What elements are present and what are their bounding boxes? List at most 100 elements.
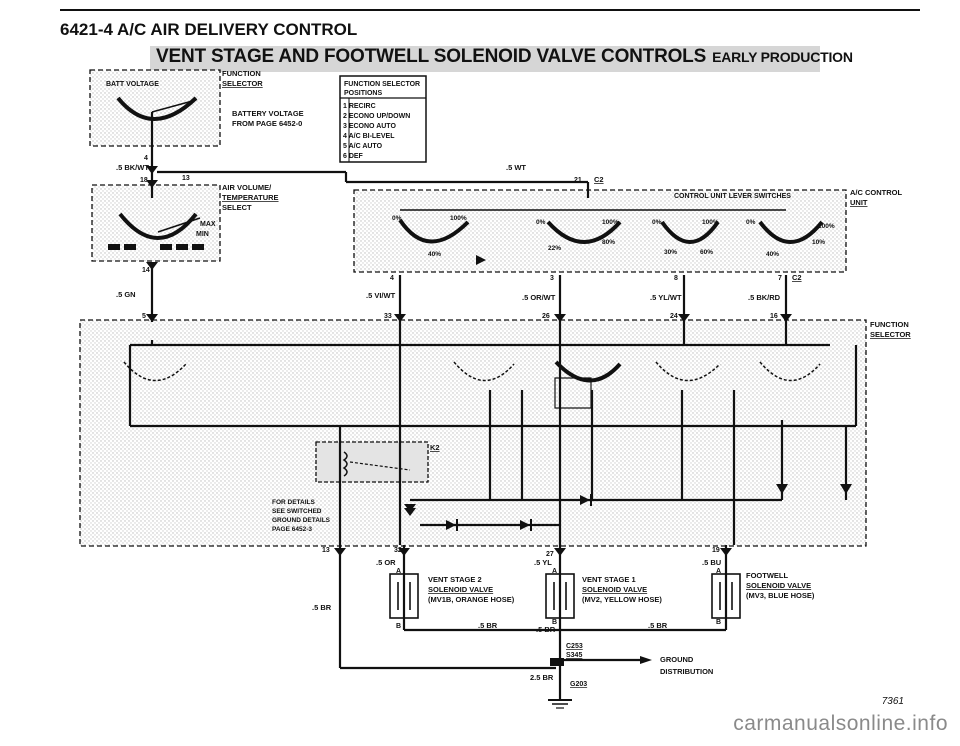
connector-arrows (146, 166, 792, 556)
pct: 80% (602, 239, 615, 246)
batt-voltage-label: BATT VOLTAGE (106, 81, 159, 88)
pin: A (552, 568, 557, 575)
fp-6: 6 DEF (343, 153, 364, 160)
wire-yl: .5 YL (534, 558, 552, 567)
fs-top-label-1: FUNCTION (222, 69, 261, 78)
pin: 27 (546, 551, 554, 558)
fs-switch-2 (453, 361, 515, 382)
switch-wiper-top (151, 99, 197, 113)
battery-note-2: FROM PAGE 6452-0 (232, 119, 302, 128)
air-volume-2: TEMPERATURE (222, 193, 279, 202)
pct: 100% (702, 219, 719, 226)
pin: 16 (770, 313, 778, 320)
switch-arc-top (116, 96, 198, 121)
pct: 40% (766, 251, 779, 258)
c253-label: C253 (566, 643, 583, 650)
fs-switch-1 (123, 361, 187, 382)
wire-wt: .5 WT (506, 163, 526, 172)
details-4: PAGE 6452-3 (272, 526, 312, 533)
ground-dist-1: GROUND (660, 655, 694, 664)
wires (128, 112, 858, 700)
function-selector-box-main (79, 319, 867, 547)
wire-vi-wt: .5 VI/WT (366, 291, 396, 300)
lever-switch-4 (758, 220, 824, 244)
pin: 14 (142, 267, 150, 274)
air-volume-wiper (157, 217, 201, 233)
vs1-2: SOLENOID VALVE (582, 585, 647, 594)
pin: A (396, 568, 401, 575)
wire-yl-wt: .5 YL/WT (650, 293, 682, 302)
pin: 3 (550, 275, 554, 282)
air-volume-arc (118, 212, 198, 240)
fp-3: 3 ECONO AUTO (343, 123, 396, 130)
max-label: MAX (200, 221, 216, 228)
fp-2: 2 ECONO UP/DOWN (343, 113, 410, 120)
pin: B (716, 619, 721, 626)
c2-label-right: C2 (792, 273, 802, 282)
wire-br-left: .5 BR (312, 603, 332, 612)
pct: 40% (428, 251, 441, 258)
lever-switch-3 (660, 220, 720, 244)
pct: 100% (450, 215, 467, 222)
pct: 22% (548, 245, 561, 252)
pin: B (552, 619, 557, 626)
pct: 0% (746, 219, 756, 226)
pin: 5 (142, 313, 146, 320)
wire-bk-wt: .5 BK/WT (116, 163, 149, 172)
s345-label: S345 (566, 652, 582, 659)
wire-bu: .5 BU (702, 558, 721, 567)
ground-splice (550, 658, 564, 666)
pin: 21 (574, 177, 582, 184)
wire-br-mid3: .5 BR (648, 621, 668, 630)
g203-label: G203 (570, 681, 587, 688)
details-3: GROUND DETAILS (272, 517, 331, 524)
pin: 19 (712, 547, 720, 554)
pin: 4 (144, 155, 148, 162)
lever-switch-1 (398, 218, 470, 244)
vs2-3: (MV1B, ORANGE HOSE) (428, 595, 515, 604)
pin: 26 (542, 313, 550, 320)
wire-bk-rd: .5 BK/RD (748, 293, 781, 302)
relay-k2-coil (342, 451, 348, 477)
pin: 24 (670, 313, 678, 320)
pct: 30% (664, 249, 677, 256)
pin: 13 (322, 547, 330, 554)
fp-4: 4 A/C BI-LEVEL (343, 133, 395, 140)
ground-dist-2: DISTRIBUTION (660, 667, 713, 676)
wire-or-wt: .5 OR/WT (522, 293, 556, 302)
fw-2: SOLENOID VALVE (746, 581, 811, 590)
battery-note-1: BATTERY VOLTAGE (232, 109, 304, 118)
vs1-3: (MV2, YELLOW HOSE) (582, 595, 662, 604)
fs-switch-3 (554, 360, 622, 383)
wire-gn: .5 GN (116, 290, 136, 299)
control-unit-box (353, 189, 847, 273)
fs-switch-4 (655, 361, 721, 382)
diodes (404, 255, 852, 531)
fp-title-2: POSITIONS (344, 90, 382, 97)
solenoid-valves (389, 573, 741, 619)
pin: B (396, 623, 401, 630)
wire-br-main: 2.5 BR (530, 673, 554, 682)
fs-top-label-2: SELECTOR (222, 79, 263, 88)
air-volume-3: SELECT (222, 203, 252, 212)
wire-br-mid2: .5 BR (536, 625, 556, 634)
air-volume-1: AIR VOLUME/ (222, 183, 272, 192)
pin: A (716, 568, 721, 575)
pct: 0% (536, 219, 546, 226)
fp-1: 1 RECIRC (343, 103, 376, 110)
function-positions-box (339, 75, 427, 163)
min-label: MIN (196, 231, 209, 238)
relay-k2-box (315, 441, 429, 483)
banner-suffix: EARLY PRODUCTION (712, 49, 853, 65)
fw-1: FOOTWELL (746, 571, 788, 580)
banner-main: VENT STAGE AND FOOTWELL SOLENOID VALVE C… (156, 46, 707, 67)
details-1: FOR DETAILS (272, 499, 316, 506)
wire-or: .5 OR (376, 558, 396, 567)
page-number: 7361 (881, 696, 904, 707)
pin: 8 (674, 275, 678, 282)
page-title: 6421-4 A/C AIR DELIVERY CONTROL (60, 20, 358, 39)
top-rule (60, 9, 920, 11)
pct: 0% (392, 215, 402, 222)
vs2-2: SOLENOID VALVE (428, 585, 493, 594)
